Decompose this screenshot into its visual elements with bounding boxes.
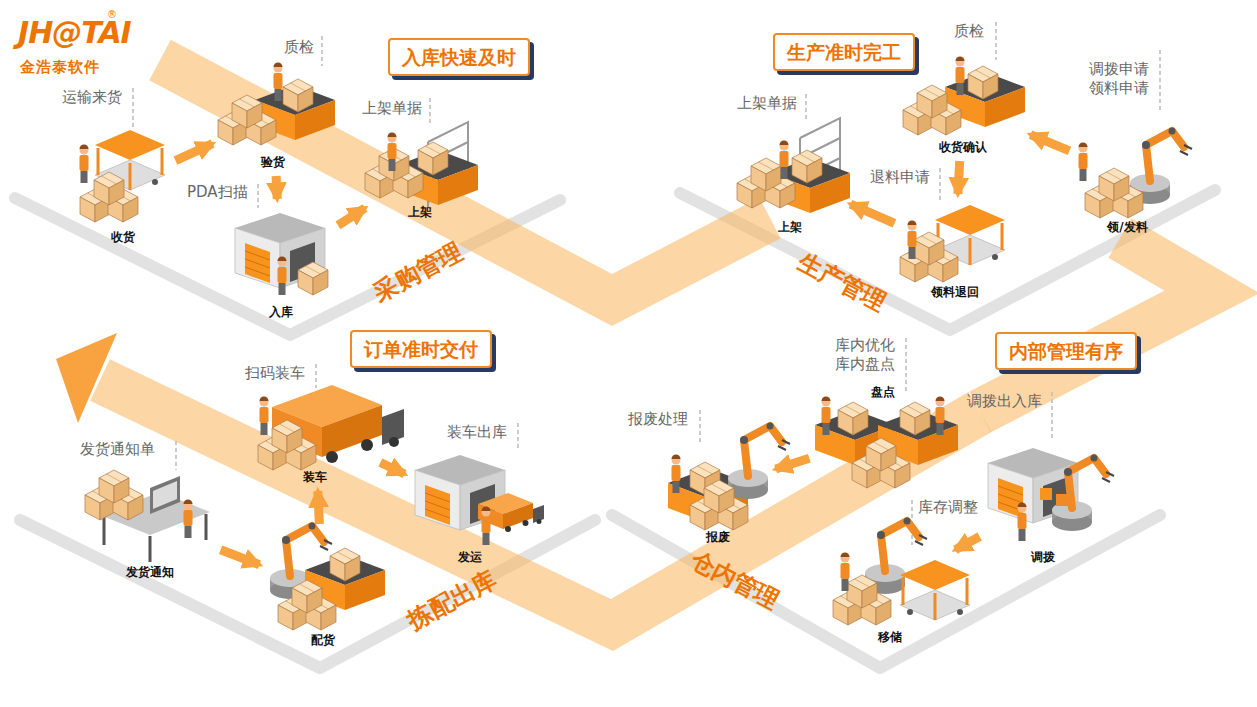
station-caption: 报废 [706,530,730,545]
station-caption: 盘点 [871,385,895,400]
annotation: 质检 [954,22,984,40]
station-caption: 收货 [111,230,135,245]
station-node: 收货确认 [900,58,1025,155]
station-node: 配货 [265,530,380,648]
section-title: 生产管理 [793,247,891,317]
station-node: 发运 [410,445,530,565]
station-caption: 调拨 [1031,550,1055,565]
station-caption: 配货 [311,633,335,648]
annotation: 退料申请 [870,168,930,186]
station-caption: 移储 [878,630,902,645]
station-caption: 上架 [408,205,432,220]
registered-mark: ® [107,9,117,21]
station-node: 装车 [255,378,375,485]
annotation: 上架单据 [362,99,422,117]
station-node: 验货 [218,62,328,170]
annotation: 扫码装车 [245,364,305,382]
annotation: PDA扫描 [187,183,248,201]
annotation: 质检 [284,38,314,56]
station-caption: 入库 [269,305,293,320]
annotation: 调拨申请 领料申请 [1089,60,1155,98]
logo-mark: JH@TAI [18,16,131,50]
flow-arrow [276,176,277,199]
flow-arrow [176,144,213,161]
annotation: 发货通知单 [80,440,155,458]
callout-text: 订单准时交付 [364,337,478,361]
station-node: 入库 [228,205,333,320]
callout-text: 生产准时完工 [787,40,901,64]
callout-box: 订单准时交付 [350,330,492,368]
station-node: 移储 [830,525,950,645]
flow-arrow [958,161,960,194]
station-node: 收货 [75,125,170,245]
callout-text: 内部管理有序 [1009,339,1123,363]
callout-text: 入库快速及时 [402,45,516,69]
section-title: 拣配出库 [403,565,501,635]
annotation: 报废处理 [628,410,688,428]
callout-box: 生产准时完工 [773,33,915,71]
station-caption: 领料退回 [931,285,979,300]
station-caption: 装车 [303,470,327,485]
station-node: 上架 [370,125,470,220]
callout-box: 内部管理有序 [995,332,1137,370]
flow-arrow [776,458,810,469]
station-caption: 发货通知 [126,565,174,580]
station-node: 领料退回 [900,200,1010,300]
station-node: 报废 [665,430,770,545]
annotation: 装车出库 [447,423,507,441]
flow-arrow [318,491,320,524]
station-caption: 验货 [261,155,285,170]
station-caption: 收货确认 [939,140,987,155]
station-node: 领/发料 [1075,115,1180,235]
station-node: 调拨 [985,440,1100,565]
annotation: 库存调整 [918,498,978,516]
section-title: 采购管理 [369,237,467,307]
callout-box: 入库快速及时 [388,38,530,76]
station-caption: 上架 [778,220,802,235]
station-node: 盘点 [815,385,950,485]
brand-name: 金浩泰软件 [20,58,100,76]
flow-arrow [380,463,404,475]
flow-arrow [955,537,979,550]
station-node: 上架 [735,120,845,235]
annotation: 调拨出入库 [967,392,1042,410]
annotation: 库内优化 库内盘点 [835,336,901,374]
annotation: 运输来货 [62,88,122,106]
flow-arrow [1031,135,1070,151]
station-caption: 发运 [458,550,482,565]
flow-arrow [851,204,895,223]
station-caption: 领/发料 [1107,220,1147,235]
station-node: 发货通知 [85,465,215,580]
flow-arrow [221,550,260,565]
flow-arrow [338,208,365,225]
annotation: 上架单据 [737,94,797,112]
